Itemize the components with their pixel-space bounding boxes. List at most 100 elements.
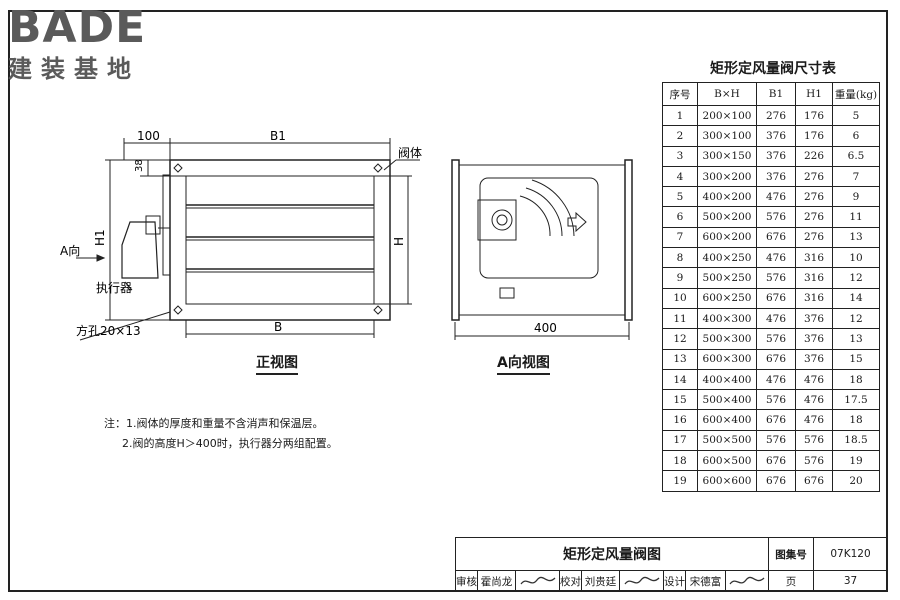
row-no-cell: 7 [662,226,698,249]
reviewer-signature [516,571,560,591]
row-weight-cell: 14 [832,287,880,309]
row-no-cell: 6 [662,206,698,228]
row-weight-cell: 6.5 [832,145,880,167]
row-weight-cell: 11 [832,206,880,228]
dim-label-38: 38 [134,159,145,172]
row-no-cell: 3 [662,145,698,167]
dim-label-400: 400 [534,321,557,335]
design-label: 设计 [664,571,686,591]
table-header-row: 序号 B×H B1 H1 重量(kg) [662,82,880,106]
flow-arrow-icon [567,211,587,233]
row-h1-cell: 316 [795,287,833,309]
row-b1-cell: 476 [756,307,796,330]
col-header-bxh: B×H [697,82,757,106]
row-no-cell: 4 [662,165,698,188]
row-b1-cell: 676 [756,287,796,309]
row-bxh-cell: 400×250 [697,247,757,269]
corner-hole-icon [173,305,183,315]
atlas-no-label: 图集号 [769,538,814,570]
drawing-title: 矩形定风量阀图 [456,538,769,570]
page-number: 37 [843,575,858,587]
row-bxh-cell: 600×250 [697,287,757,309]
actuator-gear-box [477,199,517,241]
row-b1-cell: 376 [756,145,796,167]
designer-name: 宋德富 [686,571,726,591]
label-valve-body: 阀体 [398,146,422,160]
arc-indicator-icon [525,187,563,237]
row-no-cell: 10 [662,287,698,309]
corner-hole-icon [373,305,383,315]
row-weight-cell: 6 [832,125,880,147]
row-bxh-cell: 600×300 [697,348,757,370]
row-h1-cell: 476 [795,389,833,411]
row-h1-cell: 376 [795,348,833,370]
row-bxh-cell: 300×200 [697,165,757,188]
row-no-cell: 1 [662,104,698,127]
reviewer-name: 霍尚龙 [478,571,516,591]
front-view-drawing: 100 B1 38 H1 H B 阀体 A向 执行器 方孔20×13 [60,129,422,341]
col-header-no: 序号 [662,82,698,106]
row-no-cell: 12 [662,328,698,350]
row-weight-cell: 19 [832,450,880,472]
row-b1-cell: 476 [756,368,796,391]
title-block-row-1: 矩形定风量阀图 图集号 07K120 [456,538,887,571]
row-h1-cell: 476 [795,409,833,431]
row-weight-cell: 20 [832,470,880,492]
row-weight-cell: 13 [832,328,880,350]
row-bxh-cell: 500×400 [697,389,757,411]
review-label: 审核 [456,571,478,591]
row-bxh-cell: 500×300 [697,328,757,350]
actuator-gear-icon [491,209,513,231]
row-no-cell: 14 [662,368,698,391]
title-block: 矩形定风量阀图 图集号 07K120 审核 霍尚龙 校对 刘贵廷 设计 宋德富 … [455,537,887,591]
leader-line [383,159,397,171]
dim-label-h1: H1 [93,229,107,246]
dim-label-h: H [392,237,406,246]
checker-name: 刘贵廷 [582,571,620,591]
row-no-cell: 17 [662,429,698,452]
actuator-body [121,221,159,279]
row-b1-cell: 376 [756,165,796,188]
row-b1-cell: 476 [756,186,796,208]
label-actuator: 执行器 [96,281,132,295]
row-b1-cell: 576 [756,429,796,452]
row-b1-cell: 676 [756,226,796,249]
row-b1-cell: 676 [756,450,796,472]
row-no-cell: 19 [662,470,698,492]
actuator-mount-plate [162,174,171,276]
checker-signature [620,571,664,591]
title-block-row-2: 审核 霍尚龙 校对 刘贵廷 设计 宋德富 页 37 [456,571,887,591]
row-no-cell: 5 [662,186,698,208]
row-h1-cell: 476 [795,368,833,391]
row-bxh-cell: 500×250 [697,267,757,289]
row-h1-cell: 576 [795,450,833,472]
logo-subtitle: 建装基地 [8,55,140,83]
note-line-1: 注：1.阀体的厚度和重量不含消声和保温层。 [104,417,324,430]
leader-line [79,311,171,341]
dim-label-b: B [274,320,282,334]
row-no-cell: 18 [662,450,698,472]
row-weight-cell: 9 [832,186,880,208]
col-header-weight: 重量(kg) [832,82,880,106]
row-b1-cell: 576 [756,206,796,228]
actuator-housing [479,177,599,279]
row-no-cell: 15 [662,389,698,411]
row-bxh-cell: 400×300 [697,307,757,330]
drawing-frame [8,10,888,592]
mount-bracket [499,287,515,299]
row-bxh-cell: 200×100 [697,104,757,127]
row-bxh-cell: 500×200 [697,206,757,228]
row-h1-cell: 176 [795,125,833,147]
row-bxh-cell: 400×400 [697,368,757,391]
row-weight-cell: 7 [832,165,880,188]
